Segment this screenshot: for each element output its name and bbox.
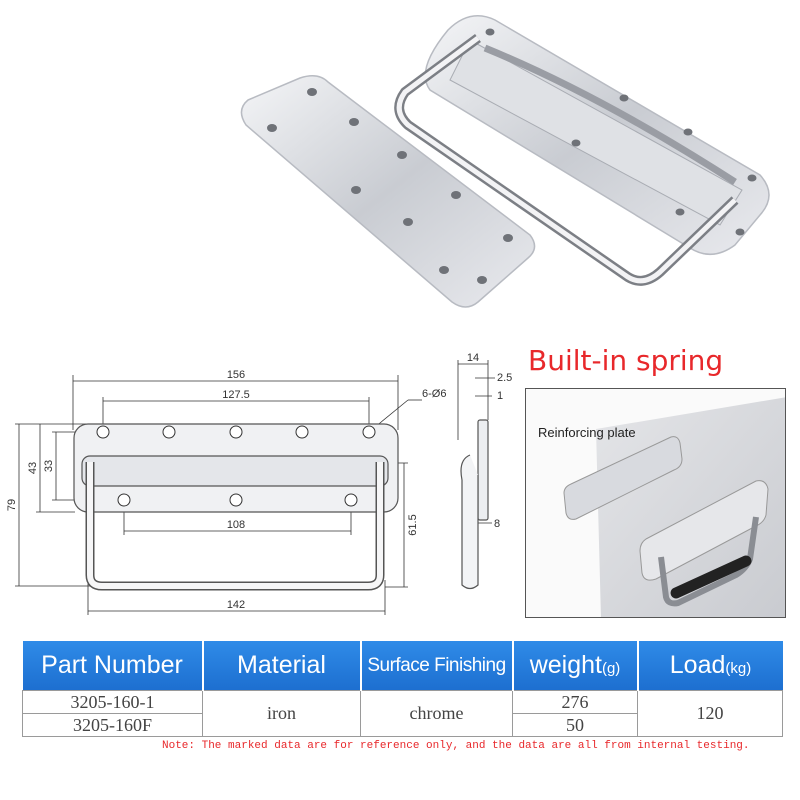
spec-table: Part Number Material Surface Finishing w… <box>22 641 783 737</box>
cell-material: iron <box>202 690 361 737</box>
front-view <box>73 423 399 591</box>
spring-illustration <box>563 397 785 617</box>
cell-weight: 50 <box>512 713 638 737</box>
cell-load: 120 <box>637 690 783 737</box>
reinforcing-plate-render <box>240 75 536 308</box>
dim-hole-count: 6-Ø6 <box>422 388 446 400</box>
header-weight: weight(g) <box>512 641 639 691</box>
header-load-label: Load <box>669 651 726 679</box>
dim-8: 8 <box>494 518 500 530</box>
spec-header-row: Part Number Material Surface Finishing w… <box>22 641 783 691</box>
cell-weight: 276 <box>512 690 638 714</box>
header-material: Material <box>202 641 362 691</box>
dim-43: 43 <box>27 462 39 474</box>
header-weight-unit: (g) <box>601 660 621 677</box>
table-row: 3205-160-1 iron chrome 276 120 <box>22 690 783 737</box>
dim-156: 156 <box>227 369 245 381</box>
dim-142: 142 <box>227 599 245 611</box>
header-load-unit: (kg) <box>725 660 752 677</box>
dim-1: 1 <box>497 390 503 402</box>
header-surface-finishing: Surface Finishing <box>360 641 514 691</box>
handle-assembly-render <box>394 15 770 286</box>
product-render <box>240 15 770 308</box>
dim-2-5: 2.5 <box>497 372 512 384</box>
dim-61-5: 61.5 <box>407 514 419 535</box>
technical-drawing: 156 127.5 6-Ø6 79 43 33 108 61.5 142 14 … <box>6 352 512 615</box>
dim-127-5: 127.5 <box>222 389 250 401</box>
dim-33: 33 <box>43 460 55 472</box>
reference-note: Note: The marked data are for reference … <box>162 740 750 752</box>
dim-79: 79 <box>6 499 18 511</box>
header-part-number: Part Number <box>22 641 204 691</box>
header-load: Load(kg) <box>637 641 783 691</box>
dim-14: 14 <box>467 352 479 364</box>
cell-part-number: 3205-160-1 <box>22 690 203 714</box>
spring-title: Built-in spring <box>528 344 724 377</box>
cell-part-number: 3205-160F <box>22 713 203 737</box>
dim-108: 108 <box>227 519 245 531</box>
cell-surface: chrome <box>360 690 513 737</box>
side-view <box>460 419 489 590</box>
reinforcing-plate-label: Reinforcing plate <box>538 425 636 440</box>
table-row: 3205-160F 50 <box>22 713 783 737</box>
spring-illustration-box: Reinforcing plate <box>525 388 786 618</box>
header-weight-label: weight <box>529 651 602 679</box>
